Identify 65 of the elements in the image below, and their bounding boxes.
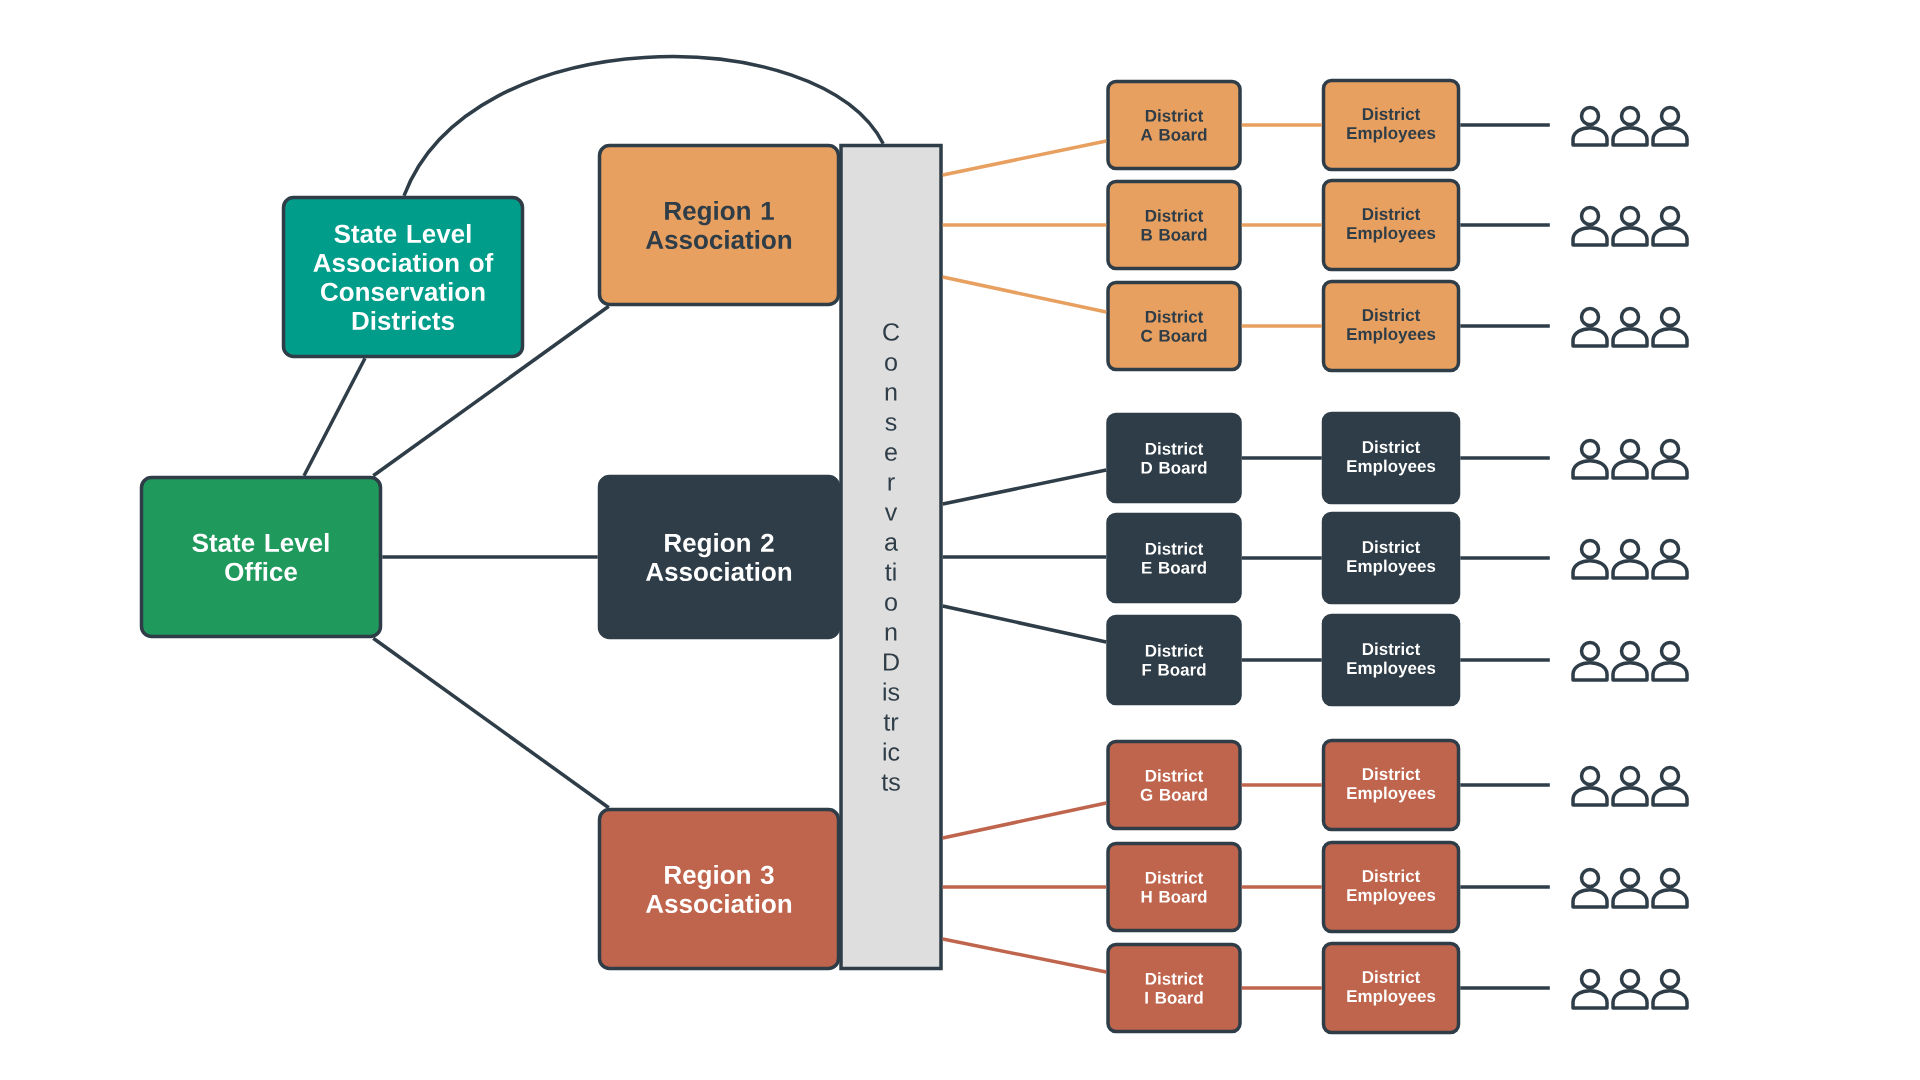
people-icon: [1571, 306, 1689, 348]
employees-box: District Employees: [1321, 738, 1461, 832]
connector-line: [302, 357, 367, 477]
connector-line: [372, 304, 610, 478]
connector-line: [1460, 556, 1550, 560]
office-box: State Level Office: [139, 475, 383, 639]
employees-box: District Employees: [1321, 78, 1461, 172]
board-box: District G Board: [1106, 739, 1242, 831]
connector-line: [1460, 783, 1550, 787]
connector-line: [1241, 885, 1322, 889]
board-box: District A Board: [1106, 79, 1242, 171]
employees-box: District Employees: [1321, 411, 1461, 505]
people-icon: [1571, 968, 1689, 1010]
board-box: District D Board: [1106, 412, 1242, 504]
connector-line: [1460, 123, 1550, 127]
vertical-bar: Conservation Districts: [839, 143, 943, 971]
connector-line: [402, 55, 885, 197]
connector-line: [1460, 223, 1550, 227]
connector-line: [942, 275, 1107, 314]
people-icon: [1571, 205, 1689, 247]
board-box: District B Board: [1106, 179, 1242, 271]
employees-box: District Employees: [1321, 941, 1461, 1035]
board-box: District F Board: [1106, 614, 1242, 706]
connector-line: [1241, 556, 1322, 560]
connector-line: [942, 468, 1107, 506]
employees-box: District Employees: [1321, 279, 1461, 373]
connector-line: [1241, 456, 1322, 460]
association-box: State Level Association of Conservation Districts: [281, 195, 525, 359]
connector-line: [942, 937, 1107, 974]
connector-line: [1460, 885, 1550, 889]
region-box: Region 3 Association: [597, 807, 841, 971]
connector-line: [1241, 123, 1322, 127]
connector-line: [1460, 986, 1550, 990]
region-box: Region 1 Association: [597, 143, 841, 307]
board-box: District H Board: [1106, 841, 1242, 933]
people-icon: [1571, 765, 1689, 807]
people-icon: [1571, 438, 1689, 480]
employees-box: District Employees: [1321, 613, 1461, 707]
connector-line: [942, 604, 1107, 644]
board-box: District C Board: [1106, 280, 1242, 372]
connector-line: [1460, 324, 1550, 328]
employees-box: District Employees: [1321, 840, 1461, 934]
connector-line: [1241, 324, 1322, 328]
employees-box: District Employees: [1321, 511, 1461, 605]
connector-line: [942, 555, 1107, 559]
connector-line: [1241, 783, 1322, 787]
connector-line: [942, 801, 1107, 840]
connector-line: [372, 636, 610, 810]
people-icon: [1571, 105, 1689, 147]
people-icon: [1571, 538, 1689, 580]
employees-box: District Employees: [1321, 178, 1461, 272]
connector-line: [942, 223, 1107, 227]
people-icon: [1571, 867, 1689, 909]
board-box: District E Board: [1106, 512, 1242, 604]
connector-line: [1241, 658, 1322, 662]
connector-line: [942, 139, 1107, 177]
region-box: Region 2 Association: [597, 474, 841, 640]
connector-line: [382, 555, 598, 559]
connector-line: [1241, 986, 1322, 990]
connector-line: [1460, 456, 1550, 460]
board-box: District I Board: [1106, 942, 1242, 1034]
connector-line: [1460, 658, 1550, 662]
connector-line: [942, 885, 1107, 889]
connector-line: [1241, 223, 1322, 227]
people-icon: [1571, 640, 1689, 682]
